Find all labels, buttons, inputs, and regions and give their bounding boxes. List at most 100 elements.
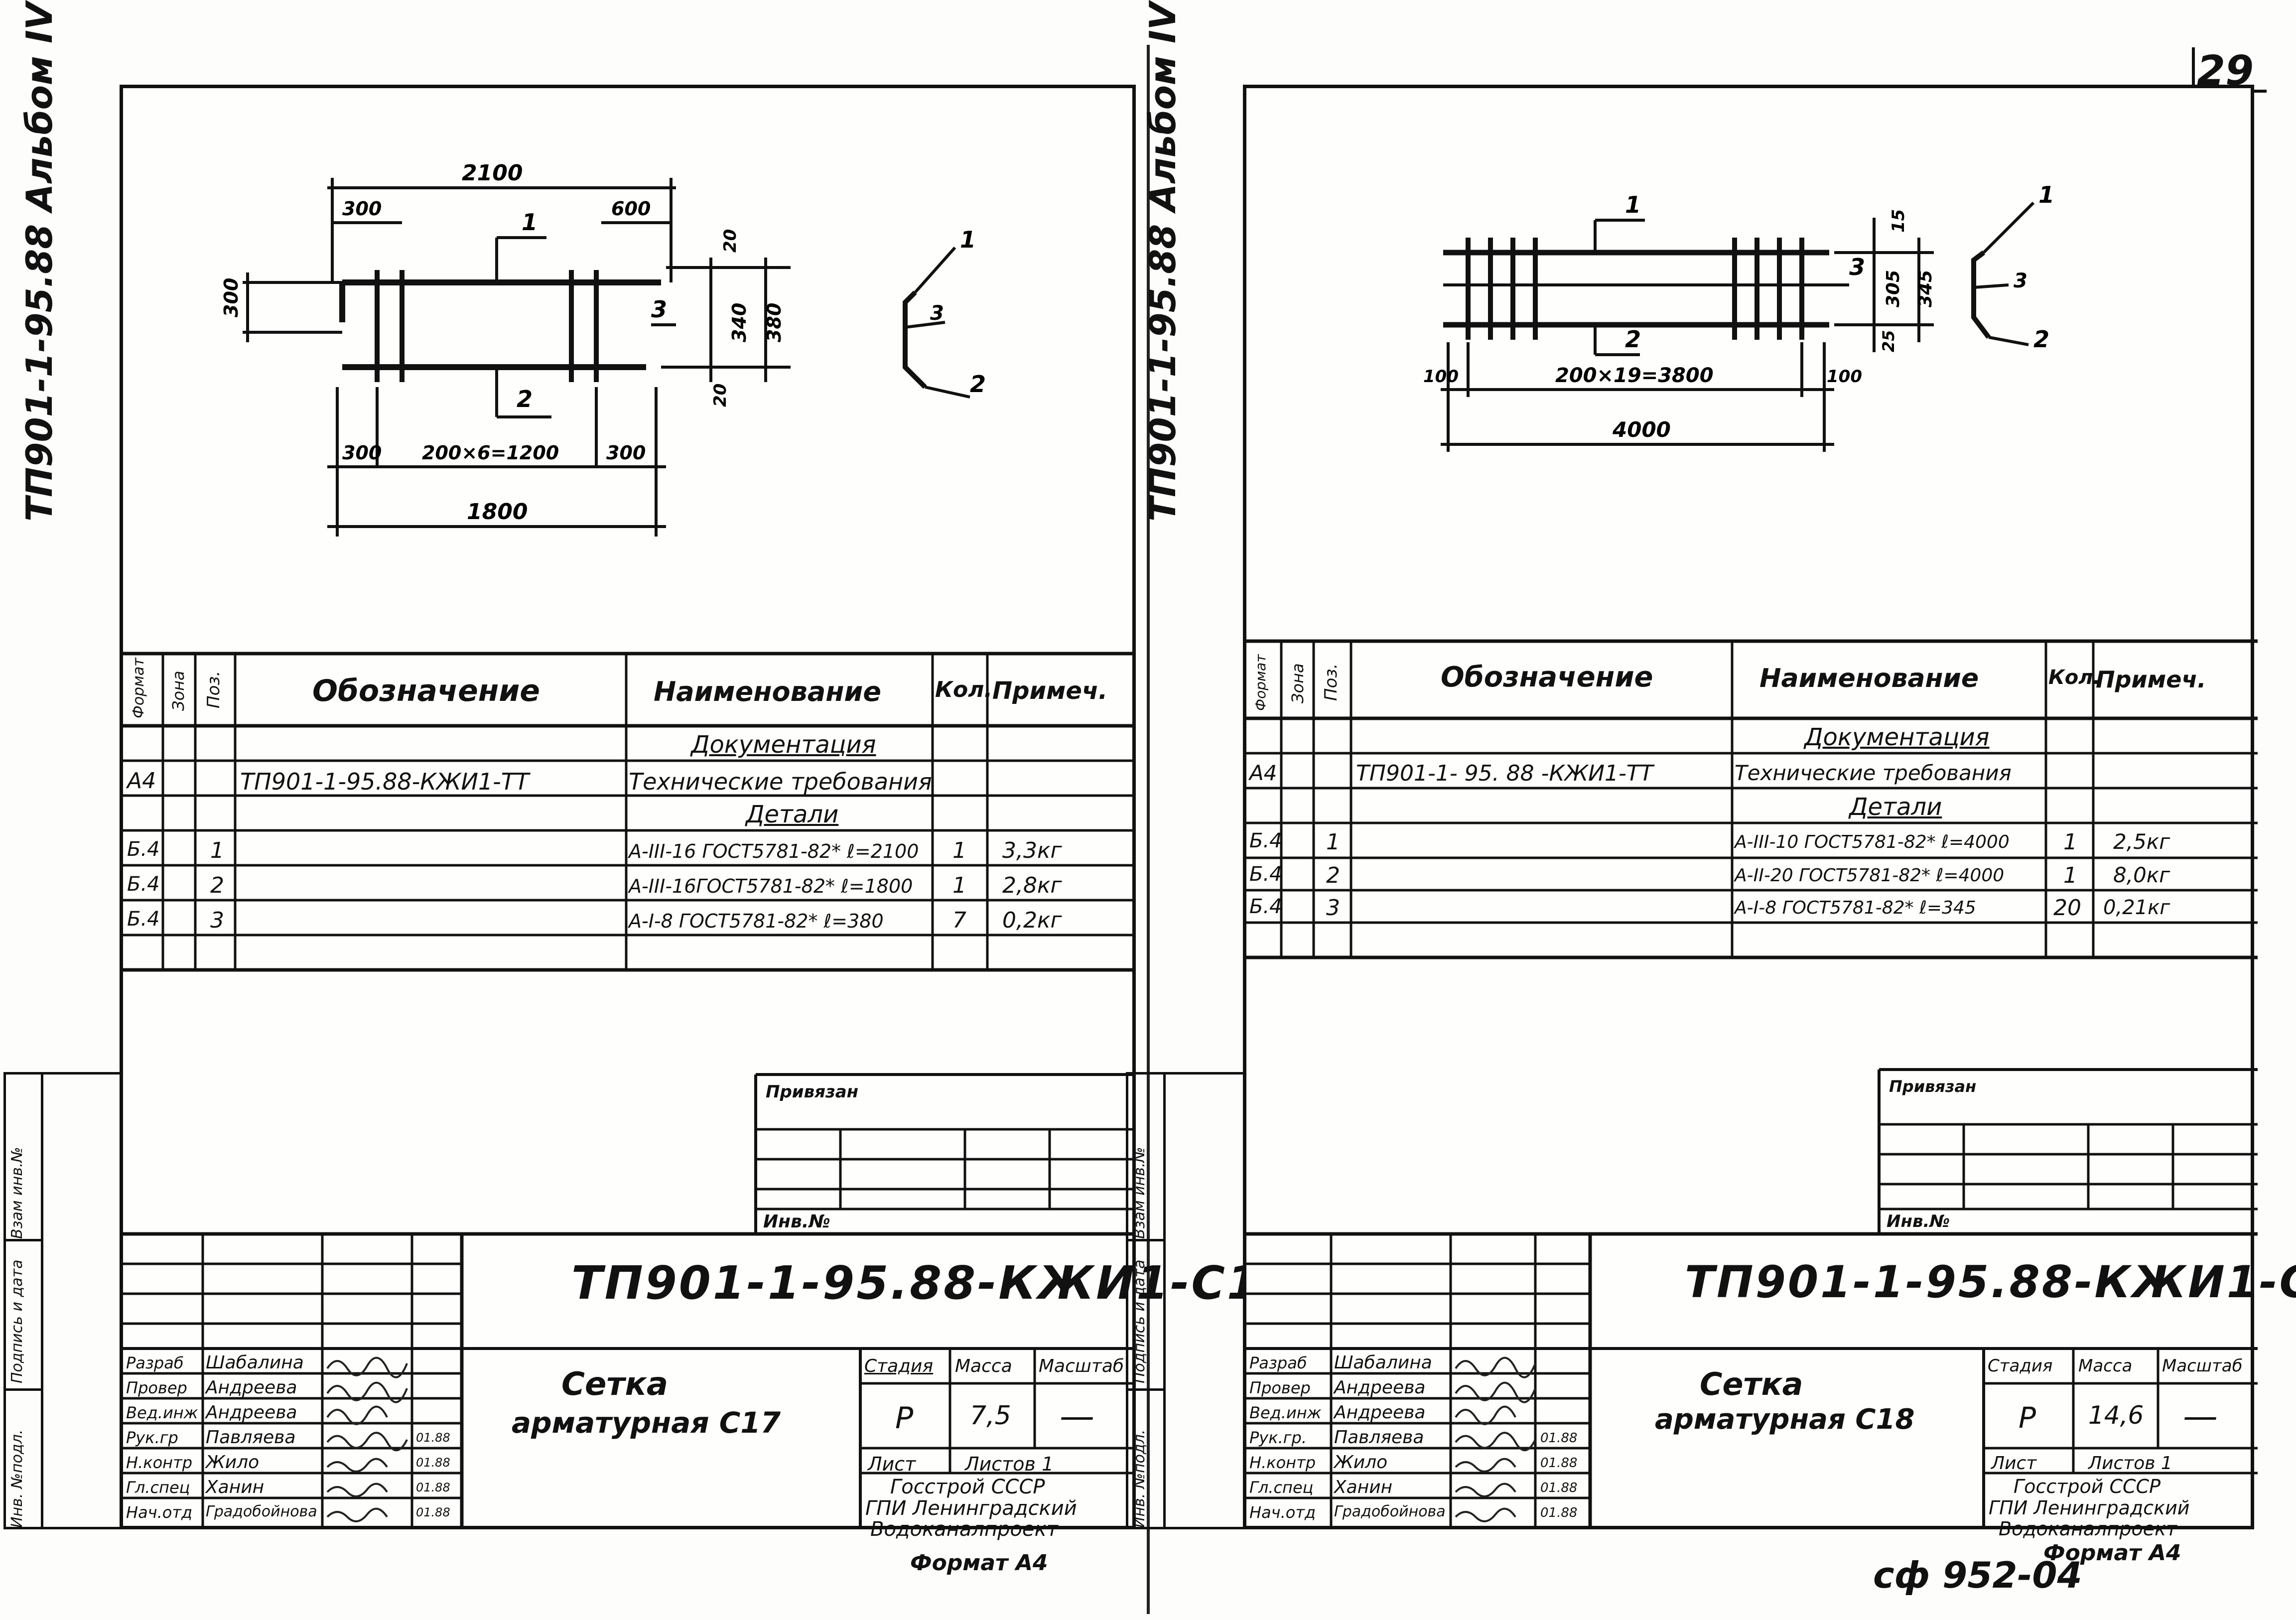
row-format: Б.4 xyxy=(1249,863,1282,886)
dim-top-15: 15 xyxy=(1889,209,1908,233)
row-pos: 1 xyxy=(1326,829,1340,855)
inv-label: Инв.№ xyxy=(763,1212,830,1232)
side-stamp-frame xyxy=(1126,1072,1244,1529)
person-role: Вед.инж xyxy=(126,1403,198,1422)
person-role: Вед.инж xyxy=(1249,1403,1322,1422)
dim-right-top: 600 xyxy=(611,198,651,220)
pos-label-3: 3 xyxy=(1849,254,1865,280)
dim-bot-right: 300 xyxy=(606,442,646,464)
signatures xyxy=(1455,1356,1536,1522)
person-name: Ханин xyxy=(206,1477,265,1497)
person-role: Нач.отд xyxy=(126,1503,193,1522)
row-qty: 20 xyxy=(2053,895,2081,921)
sheet-label: Лист xyxy=(1991,1453,2037,1474)
pos-label-2: 2 xyxy=(1625,326,1641,353)
person-name: Андреева xyxy=(206,1377,297,1398)
org-line3: Водоканалпроект xyxy=(870,1518,1059,1541)
dim-bot-mid: 200×6=1200 xyxy=(422,442,559,464)
person-name: Андреева xyxy=(1334,1377,1426,1398)
dim-left-100: 100 xyxy=(1423,367,1459,387)
person-role: Рук.гр xyxy=(126,1428,178,1447)
person-role: Разраб xyxy=(126,1353,184,1372)
scale-value: — xyxy=(2183,1396,2218,1437)
sheets-label: Листов 1 xyxy=(965,1453,1054,1475)
col-header-qty: Кол. xyxy=(935,677,993,702)
person-role: Рук.гр. xyxy=(1249,1428,1307,1447)
dim-right-100: 100 xyxy=(1827,367,1862,387)
sheets-label: Листов 1 xyxy=(2088,1453,2172,1474)
section-label-3: 3 xyxy=(2014,270,2027,292)
dim-mid: 200×19=3800 xyxy=(1555,364,1714,387)
privyazan-label: Привязан xyxy=(1889,1077,1977,1096)
person-date: 01.88 xyxy=(1540,1456,1578,1471)
row-format: Б.4 xyxy=(127,873,160,896)
row-note: 0,21кг xyxy=(2103,896,2170,919)
row-format: Б.4 xyxy=(1249,895,1282,918)
side-stamp-div xyxy=(3,1239,41,1241)
col-header-note: Примеч. xyxy=(992,677,1108,705)
spec-table-grid xyxy=(1246,639,2258,1529)
row-note: 2,8кг xyxy=(1002,873,1062,898)
mass-value: 7,5 xyxy=(970,1401,1011,1431)
person-role: Н.контр xyxy=(126,1453,193,1472)
row-pos: 1 xyxy=(210,838,224,863)
dim-right-20-bot: 20 xyxy=(710,384,730,407)
section-label-1: 1 xyxy=(960,226,976,253)
title-name-line1: Сетка xyxy=(1700,1366,1803,1402)
dim-total: 4000 xyxy=(1612,417,1671,442)
format-note: Формат А4 xyxy=(910,1550,1048,1576)
col-header-name: Наименование xyxy=(654,676,882,707)
row-note: 0,2кг xyxy=(1002,908,1062,933)
dim-bot-left: 300 xyxy=(342,442,382,464)
person-role: Гл.спец xyxy=(126,1478,190,1497)
row-name: А-II-20 ГОСТ5781-82* ℓ=4000 xyxy=(1735,865,2005,886)
org-line3: Водоканалпроект xyxy=(1999,1518,2177,1540)
section-label-3: 3 xyxy=(930,302,944,325)
scale-label: Масштаб xyxy=(2162,1356,2243,1376)
row-name: А-III-16 ГОСТ5781-82* ℓ=2100 xyxy=(629,840,919,862)
stage-value: Р xyxy=(2019,1401,2036,1435)
inv-label: Инв.№ xyxy=(1887,1212,1950,1231)
person-name: Шабалина xyxy=(206,1352,304,1373)
section-label-2: 2 xyxy=(2033,326,2049,353)
person-role: Провер xyxy=(1249,1378,1311,1397)
pos-label-2: 2 xyxy=(517,386,533,412)
dim-height-left: 300 xyxy=(220,278,242,317)
dim-bot-25: 25 xyxy=(1879,330,1898,352)
footer-code: сф 952-04 xyxy=(1873,1554,2082,1596)
org-line1: Госстрой СССР xyxy=(2014,1476,2161,1497)
col-header-note: Примеч. xyxy=(2096,666,2206,693)
person-name: Ханин xyxy=(1334,1477,1393,1497)
person-date: 01.88 xyxy=(1540,1505,1578,1520)
row-qty: 1 xyxy=(2063,863,2077,888)
title-name-line2: арматурная С18 xyxy=(1655,1403,1915,1436)
page-divider xyxy=(1147,45,1150,1614)
side-stamp-frame xyxy=(3,1072,121,1529)
row-qty: 1 xyxy=(952,838,966,863)
side-stamp-div xyxy=(1126,1388,1163,1391)
org-line2: ГПИ Ленинградский xyxy=(1989,1497,2190,1519)
pos-label-1: 1 xyxy=(522,209,538,236)
col-header-designation: Обозначение xyxy=(1441,661,1653,693)
drawing-sheet-left: ТП901-1-95.88 Альбом IV xyxy=(3,2,1293,1576)
person-date: 01.88 xyxy=(1540,1481,1578,1495)
mass-value: 14,6 xyxy=(2088,1401,2144,1430)
dim-right-380: 380 xyxy=(763,303,785,342)
drawing-sheet-right: ТП901-1-95.88 Альбом IV xyxy=(1126,2,2296,1566)
row-qty: 7 xyxy=(952,908,966,933)
person-name: Градобойнова xyxy=(1334,1503,1446,1520)
privyazan-label: Привязан xyxy=(766,1082,859,1102)
section-documentation: Документация xyxy=(1804,723,1990,751)
col-header-qty: Кол. xyxy=(2048,666,2101,689)
stage-value: Р xyxy=(895,1401,914,1436)
row-designation: ТП901-1-95.88-КЖИ1-ТТ xyxy=(240,768,529,795)
person-role: Нач.отд xyxy=(1249,1503,1316,1522)
org-line2: ГПИ Ленинградский xyxy=(865,1497,1077,1520)
dim-right-20-top: 20 xyxy=(720,229,740,253)
dim-right-340: 340 xyxy=(728,303,750,342)
side-stamp-div xyxy=(1126,1239,1163,1241)
person-name: Шабалина xyxy=(1334,1352,1432,1373)
row-name: А-III-16ГОСТ5781-82* ℓ=1800 xyxy=(629,875,913,897)
title-name-line1: Сетка xyxy=(561,1366,669,1403)
person-name: Андреева xyxy=(1334,1402,1426,1423)
